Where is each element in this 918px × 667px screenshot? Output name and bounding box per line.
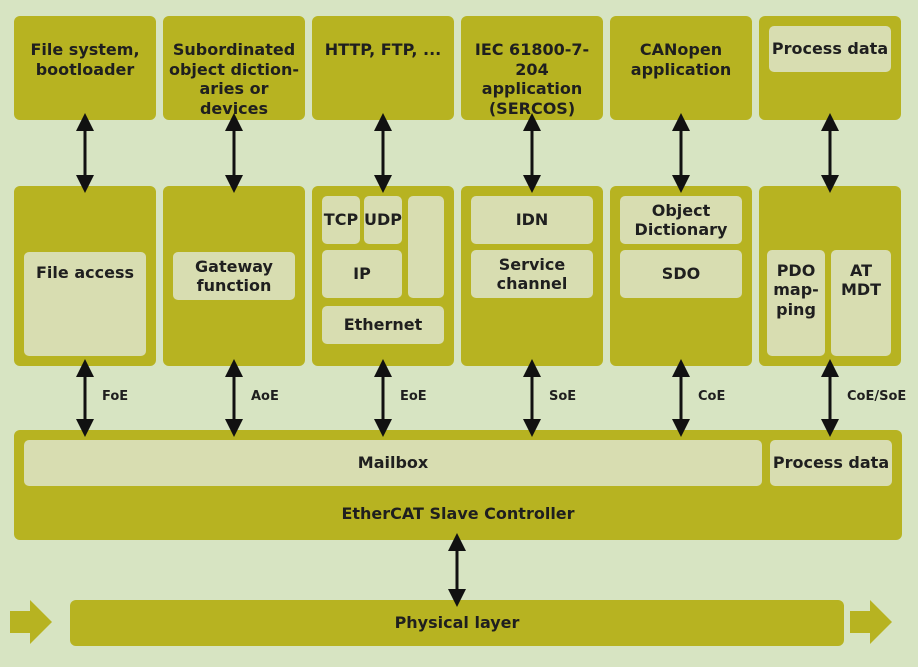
- object-dictionary-label: Object Dictionary: [634, 200, 728, 239]
- mailbox-label: Mailbox: [357, 453, 429, 473]
- esc-process-data-panel: Process data: [770, 440, 892, 486]
- tcp-label: TCP: [323, 210, 359, 230]
- top-block-iec-application: IEC 61800-7-204 application (SERCOS): [461, 16, 603, 120]
- top-block-subordinated-label: Subordinated object diction- aries or de…: [168, 40, 300, 118]
- ethernet-panel: Ethernet: [322, 306, 444, 344]
- at-mdt-label: AT MDT: [840, 260, 882, 299]
- sdo-panel: SDO: [620, 250, 742, 298]
- foe-label: FoE: [102, 389, 129, 404]
- sdo-label: SDO: [661, 264, 701, 284]
- top-block-http-ftp-label: HTTP, FTP, ...: [324, 40, 442, 59]
- at-mdt-panel: AT MDT: [831, 250, 891, 356]
- physical-layer-label: Physical layer: [394, 613, 520, 633]
- pdo-mapping-label: PDO map- ping: [773, 261, 819, 319]
- mailbox-panel: Mailbox: [24, 440, 762, 486]
- top-process-data-panel: Process data: [769, 26, 891, 72]
- udp-label: UDP: [364, 210, 402, 230]
- coe-label: CoE: [698, 389, 726, 404]
- gateway-function-label: Gateway function: [195, 256, 273, 295]
- sercos-block: IDN Service channel: [461, 186, 603, 366]
- service-channel-panel: Service channel: [471, 250, 593, 298]
- aoe-label: AoE: [251, 389, 279, 404]
- top-block-subordinated-object-dictionaries: Subordinated object diction- aries or de…: [163, 16, 305, 120]
- physical-layer-right-arrow: [870, 600, 892, 644]
- file-access-label: File access: [36, 263, 134, 283]
- ethernet-label: Ethernet: [343, 315, 423, 335]
- top-block-file-system-label: File system, bootloader: [30, 40, 140, 79]
- esc-process-data-label: Process data: [772, 453, 890, 473]
- coe-soe-label: CoE/SoE: [847, 389, 907, 404]
- top-block-iec-label: IEC 61800-7-204 application (SERCOS): [474, 40, 590, 118]
- physical-layer-left-arrow-tail: [10, 611, 30, 633]
- process-mapping-block: PDO map- ping AT MDT: [759, 186, 901, 366]
- ethercat-slave-controller-block: Mailbox Process data EtherCAT Slave Cont…: [14, 430, 902, 540]
- eoe-label: EoE: [400, 389, 427, 404]
- physical-layer-block: Physical layer: [70, 600, 844, 646]
- idn-label: IDN: [515, 210, 549, 230]
- ethercat-slave-controller-label: EtherCAT Slave Controller: [341, 504, 575, 524]
- top-process-data-label: Process data: [771, 39, 889, 59]
- gateway-function-panel: Gateway function: [173, 252, 295, 300]
- top-block-process-data: Process data: [759, 16, 901, 120]
- physical-layer-left-arrow: [30, 600, 52, 644]
- top-block-canopen-application: CANopen application: [610, 16, 752, 120]
- canopen-block: Object Dictionary SDO: [610, 186, 752, 366]
- unlabeled-panel: [408, 196, 444, 298]
- tcp-panel: TCP: [322, 196, 360, 244]
- ethernet-stack-block: TCP UDP IP Ethernet: [312, 186, 454, 366]
- pdo-mapping-panel: PDO map- ping: [767, 250, 825, 356]
- top-block-http-ftp: HTTP, FTP, ...: [312, 16, 454, 120]
- ip-label: IP: [353, 264, 371, 284]
- top-block-canopen-label: CANopen application: [630, 40, 732, 79]
- udp-panel: UDP: [364, 196, 402, 244]
- object-dictionary-panel: Object Dictionary: [620, 196, 742, 244]
- file-access-panel: File access: [24, 252, 146, 356]
- top-block-file-system: File system, bootloader: [14, 16, 156, 120]
- ip-panel: IP: [322, 250, 402, 298]
- idn-panel: IDN: [471, 196, 593, 244]
- file-access-block: File access: [14, 186, 156, 366]
- soe-label: SoE: [549, 389, 577, 404]
- service-channel-label: Service channel: [496, 254, 568, 293]
- gateway-block: Gateway function: [163, 186, 305, 366]
- physical-layer-right-arrow-tail: [850, 611, 870, 633]
